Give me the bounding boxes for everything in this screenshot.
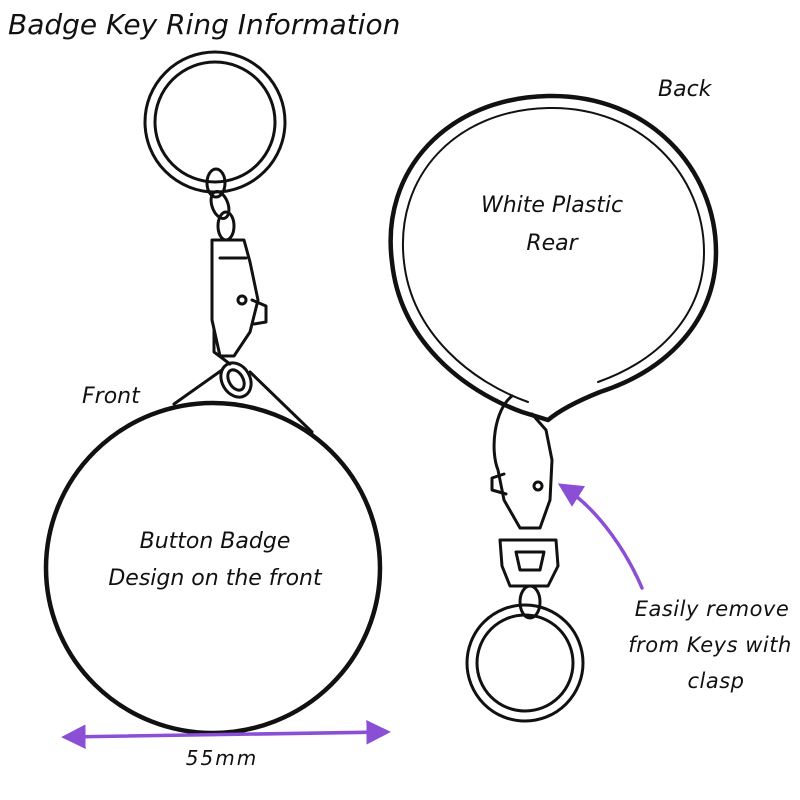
callout-line1: Easily remove (635, 597, 790, 621)
badge-text-line2: Design on the front (108, 566, 323, 591)
back-keyring (388, 93, 719, 723)
badge-text-line1: Button Badge (140, 529, 291, 554)
callout-line3: clasp (687, 669, 744, 693)
back-clasp (490, 394, 560, 588)
dimension-label: 55mm (186, 746, 258, 770)
front-clasp (210, 238, 268, 366)
front-badge-link (172, 361, 314, 434)
back-plastic-rear (388, 93, 719, 423)
back-split-ring (465, 603, 585, 723)
front-split-ring (143, 50, 287, 194)
front-keyring (43, 50, 383, 736)
back-chain-link (518, 584, 542, 620)
callout-line2: from Keys with (628, 633, 792, 657)
dimension-arrow (61, 720, 391, 749)
rear-text-line1: White Plastic (481, 193, 623, 218)
back-label: Back (658, 77, 713, 102)
rear-text-line2: Rear (526, 231, 579, 256)
front-label: Front (82, 384, 141, 409)
diagram-title: Badge Key Ring Information (8, 8, 400, 41)
callout-arrow (557, 483, 644, 590)
